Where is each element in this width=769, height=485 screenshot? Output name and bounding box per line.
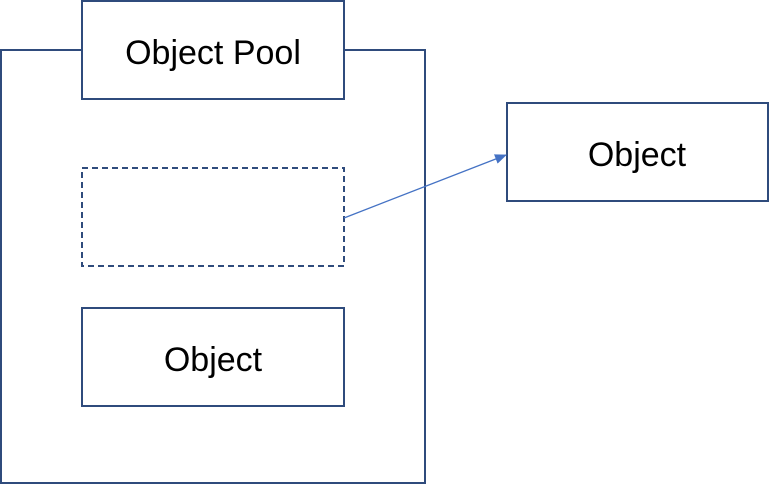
external-object-label: Object xyxy=(588,136,687,174)
object-pool-title: Object Pool xyxy=(125,34,301,72)
object-pool-container xyxy=(0,49,426,484)
empty-slot-box xyxy=(81,167,345,267)
pooled-object-label: Object xyxy=(164,341,263,379)
pooled-object-box: Object xyxy=(81,307,345,407)
checkout-arrow xyxy=(343,154,507,219)
object-pool-title-box: Object Pool xyxy=(81,0,345,100)
external-object-box: Object xyxy=(506,102,769,202)
